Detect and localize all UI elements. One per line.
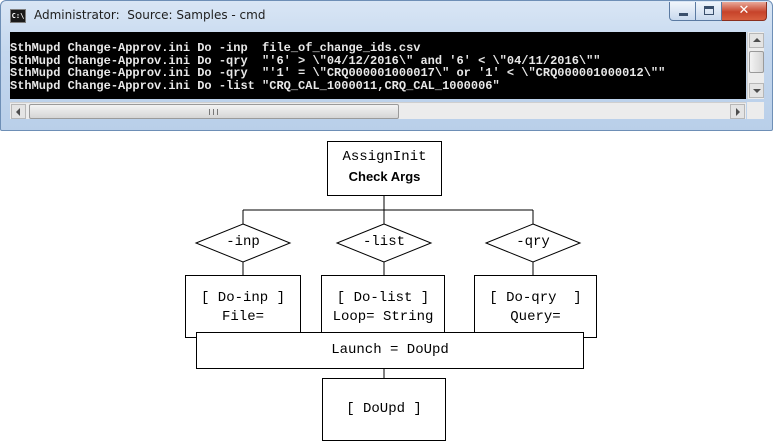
horizontal-scroll-thumb[interactable]: [29, 104, 399, 119]
do-inp-label: [ Do-inp ]: [200, 290, 285, 306]
console-line: SthMupd Change-Approv.ini Do -qry "'6' >…: [10, 53, 601, 68]
loop-string-label: Loop= String: [332, 309, 434, 325]
do-inp-box: [ Do-inp ] File=: [185, 275, 301, 338]
minimize-button[interactable]: [669, 2, 696, 21]
do-qry-label: [ Do-qry ]: [489, 290, 582, 306]
scroll-left-icon: [16, 108, 20, 116]
do-upd-box: [ DoUpd ]: [322, 378, 446, 441]
scroll-right-icon: [736, 108, 740, 116]
scrollbar-corner: [747, 102, 764, 119]
close-button[interactable]: ✕: [722, 2, 767, 21]
maximize-icon: [704, 6, 714, 15]
decision-diamond-inp: [194, 223, 292, 263]
do-qry-box: [ Do-qry ] Query=: [474, 275, 597, 338]
decision-diamond-list: [335, 223, 433, 263]
assign-init-label: AssignInit: [342, 149, 427, 165]
scroll-down-icon: [753, 89, 761, 93]
scroll-up-icon: [753, 38, 761, 42]
launch-label: Launch = DoUpd: [331, 342, 449, 358]
flag-inp-label: -inp: [226, 234, 260, 250]
title-bar[interactable]: C:\ Administrator: Source: Samples - cmd…: [1, 1, 772, 31]
file-label: File=: [221, 309, 264, 325]
window-title: Administrator: Source: Samples - cmd: [34, 8, 266, 22]
grip-icon: [209, 109, 218, 115]
do-list-label: [ Do-list ]: [336, 290, 430, 306]
decision-diamond-qry: [484, 223, 582, 263]
console-output[interactable]: SthMupd Change-Approv.ini Do -inp file_o…: [10, 32, 746, 99]
console-line: SthMupd Change-Approv.ini Do -inp file_o…: [10, 41, 421, 55]
minimize-icon: [679, 13, 688, 16]
scroll-down-button[interactable]: [749, 83, 764, 98]
launch-box: Launch = DoUpd: [196, 332, 584, 369]
window-controls: ✕: [669, 2, 767, 21]
scroll-left-button[interactable]: [11, 104, 26, 119]
query-label: Query=: [510, 309, 561, 325]
cmd-app-icon[interactable]: C:\: [10, 9, 26, 23]
do-upd-label: [ DoUpd ]: [346, 401, 422, 417]
flow-diagram: AssignInit Check Args -inp -list -qry [ …: [0, 131, 773, 442]
flag-list-label: -list: [362, 234, 405, 250]
horizontal-scrollbar[interactable]: [10, 102, 746, 119]
diagram-connectors: [194, 195, 582, 378]
console-line: SthMupd Change-Approv.ini Do -qry "'1' =…: [10, 66, 666, 80]
maximize-button[interactable]: [696, 2, 722, 21]
flag-qry-label: -qry: [516, 234, 550, 250]
scroll-right-button[interactable]: [730, 104, 745, 119]
vertical-scroll-thumb[interactable]: [749, 51, 764, 73]
do-list-box: [ Do-list ] Loop= String: [321, 275, 445, 338]
assign-init-box: AssignInit Check Args: [327, 141, 442, 196]
console-line: SthMupd Change-Approv.ini Do -list "CRQ_…: [10, 78, 500, 93]
cmd-window: C:\ Administrator: Source: Samples - cmd…: [0, 0, 773, 131]
vertical-scrollbar[interactable]: [747, 32, 764, 99]
scroll-up-button[interactable]: [749, 33, 764, 48]
check-args-label: Check Args: [348, 169, 421, 184]
close-icon: ✕: [738, 3, 750, 18]
